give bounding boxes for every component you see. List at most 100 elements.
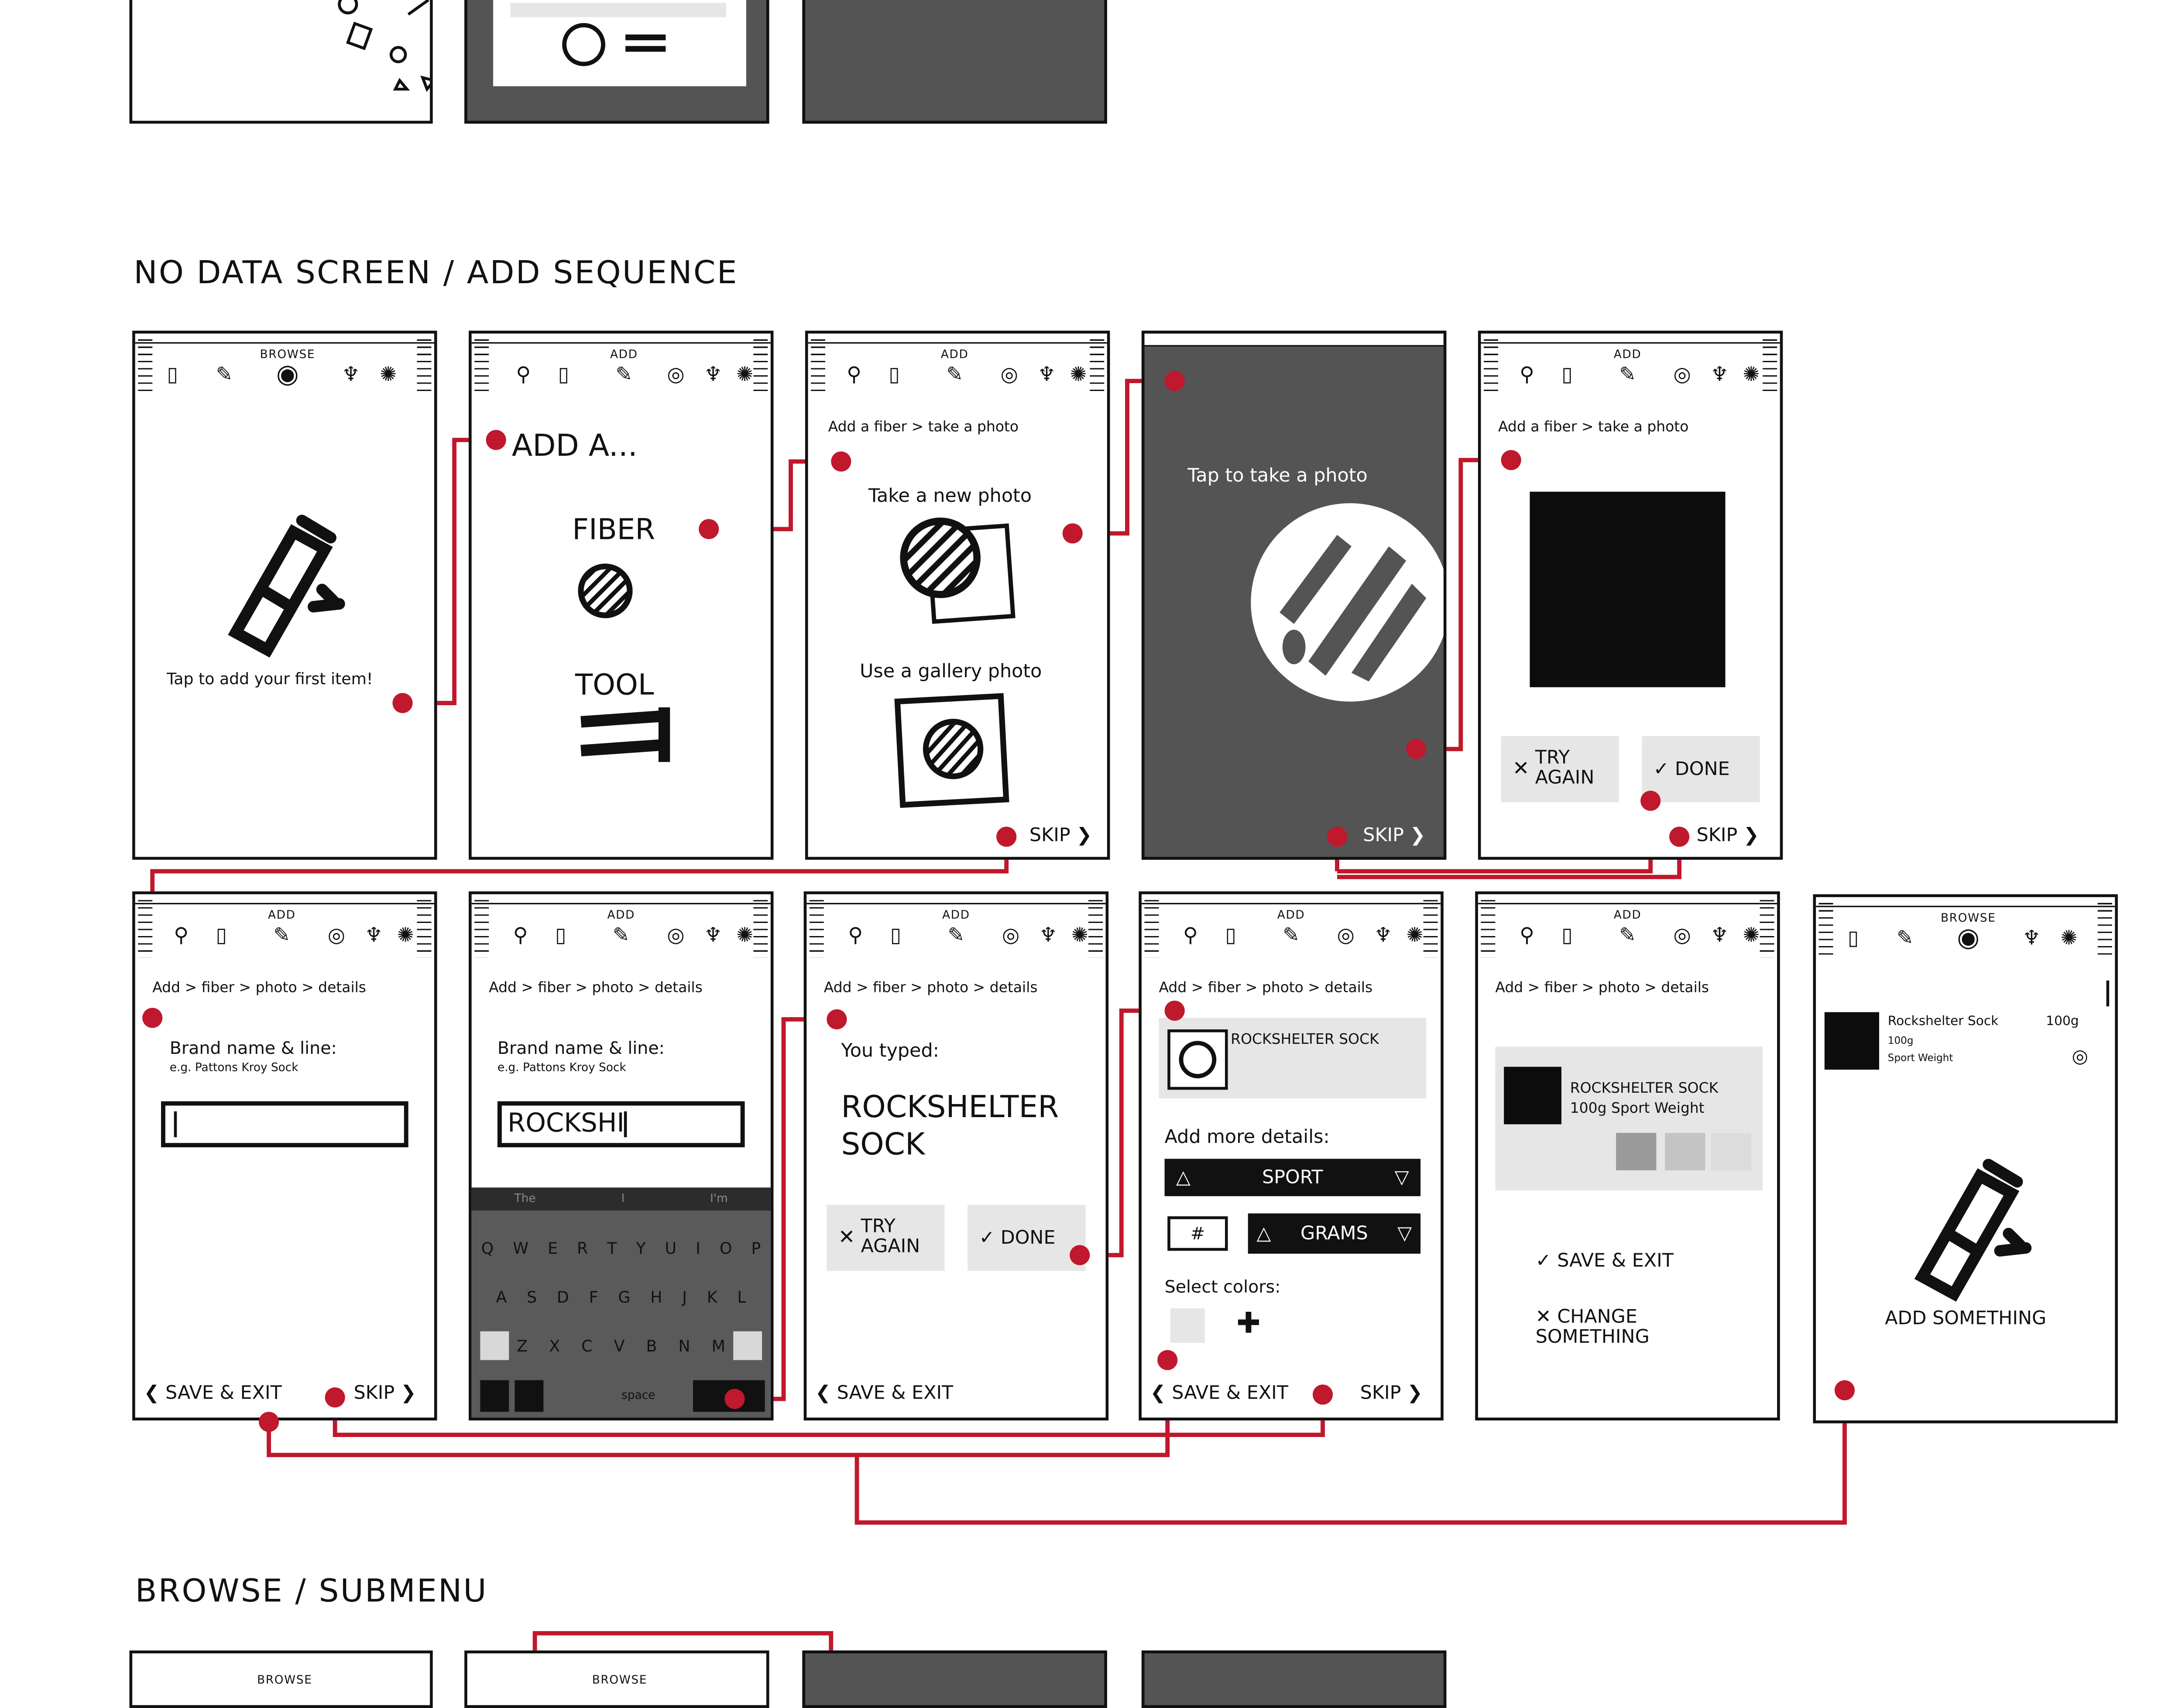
eye-icon[interactable]: ◎ — [1000, 364, 1018, 387]
done-button[interactable]: ✓ DONE — [1642, 736, 1760, 803]
new-photo-label[interactable]: Take a new photo — [868, 486, 1032, 508]
key[interactable]: S — [527, 1288, 537, 1307]
weight-select[interactable]: △ SPORT ▽ — [1164, 1159, 1421, 1197]
done-button[interactable]: ✓ DONE — [967, 1204, 1086, 1271]
search-icon[interactable]: ⚲ — [513, 924, 528, 948]
key[interactable]: E — [548, 1239, 558, 1258]
skip-button[interactable]: SKIP ❯ — [353, 1383, 416, 1405]
settings-icon[interactable]: ✺ — [1743, 924, 1760, 948]
pencil-add-icon[interactable] — [207, 503, 365, 661]
settings-icon[interactable]: ✺ — [1071, 924, 1088, 948]
color-swatch[interactable] — [1170, 1308, 1205, 1343]
try-again-button[interactable]: ✕ TRY AGAIN — [827, 1204, 945, 1271]
eye-icon[interactable]: ◎ — [1337, 924, 1355, 948]
eye-icon[interactable]: ◎ — [1002, 924, 1020, 948]
pencil-add-icon[interactable]: ✎ — [946, 364, 963, 387]
eye-icon[interactable]: ◉ — [276, 359, 299, 390]
search-icon[interactable]: ⚲ — [848, 924, 863, 948]
yarn-ball-icon[interactable] — [578, 563, 633, 618]
notebook-icon[interactable]: ▯ — [216, 924, 227, 948]
figure-icon[interactable]: ♆ — [1710, 924, 1729, 948]
settings-icon[interactable]: ✺ — [736, 924, 753, 948]
skip-button[interactable]: SKIP ❯ — [1029, 825, 1092, 847]
notebook-icon[interactable]: ▯ — [1848, 927, 1859, 950]
brand-input[interactable] — [161, 1101, 408, 1148]
settings-icon[interactable]: ✺ — [1406, 924, 1424, 948]
search-icon[interactable]: ⚲ — [1519, 364, 1534, 387]
quantity-input[interactable]: # — [1167, 1216, 1228, 1251]
key[interactable]: Q — [481, 1239, 494, 1258]
key[interactable]: U — [665, 1239, 677, 1258]
add-something-label[interactable]: ADD SOMETHING — [1885, 1308, 2047, 1330]
shift-key[interactable] — [480, 1331, 509, 1360]
numbers-key[interactable] — [480, 1380, 509, 1412]
eye-icon[interactable]: ◉ — [1957, 923, 1980, 953]
settings-icon[interactable]: ✺ — [1743, 364, 1760, 387]
settings-icon[interactable]: ✺ — [736, 364, 753, 387]
notebook-icon[interactable]: ▯ — [558, 364, 570, 387]
notebook-icon[interactable]: ▯ — [890, 924, 902, 948]
pencil-add-icon[interactable]: ✎ — [1283, 924, 1300, 948]
emoji-key[interactable] — [515, 1380, 544, 1412]
notebook-icon[interactable]: ▯ — [555, 924, 566, 948]
change-something-button[interactable]: ✕ CHANGE SOMETHING — [1535, 1307, 1650, 1349]
figure-icon[interactable]: ♆ — [2022, 927, 2041, 950]
fiber-label[interactable]: FIBER — [572, 511, 655, 546]
search-icon[interactable]: ⚲ — [847, 364, 861, 387]
pencil-add-icon[interactable]: ✎ — [216, 364, 233, 387]
pencil-add-icon[interactable]: ✎ — [273, 924, 291, 948]
pencil-add-icon[interactable]: ✎ — [947, 924, 965, 948]
key[interactable]: M — [711, 1337, 726, 1356]
key[interactable]: P — [751, 1239, 761, 1258]
pencil-add-icon[interactable]: ✎ — [612, 924, 630, 948]
save-exit-button[interactable]: ❮ SAVE & EXIT — [1150, 1383, 1289, 1405]
space-key[interactable]: space — [581, 1380, 696, 1412]
skip-button[interactable]: SKIP ❯ — [1360, 1383, 1423, 1405]
unit-select[interactable]: △ GRAMS ▽ — [1248, 1213, 1421, 1254]
key[interactable]: K — [707, 1288, 717, 1307]
eye-icon[interactable]: ◎ — [667, 364, 685, 387]
shutter-yarn-icon[interactable] — [1251, 503, 1444, 702]
try-again-button[interactable]: ✕ TRY AGAIN — [1501, 736, 1619, 803]
key[interactable]: X — [549, 1337, 560, 1356]
search-icon[interactable]: ⚲ — [1519, 924, 1534, 948]
save-exit-button[interactable]: ❮ SAVE & EXIT — [144, 1383, 282, 1405]
pencil-add-icon[interactable]: ✎ — [1619, 364, 1636, 387]
key[interactable]: D — [556, 1288, 569, 1307]
item-card[interactable]: ROCKSHELTER SOCK — [1159, 1018, 1427, 1099]
backspace-key[interactable] — [733, 1331, 762, 1360]
save-exit-button[interactable]: ✓ SAVE & EXIT — [1535, 1251, 1674, 1272]
key[interactable]: H — [650, 1288, 662, 1307]
gallery-photo-icon[interactable] — [894, 693, 1009, 808]
eye-icon[interactable]: ◎ — [1673, 364, 1691, 387]
pencil-add-icon[interactable] — [1894, 1147, 2052, 1305]
tap-first-label[interactable]: Tap to add your first item! — [167, 670, 373, 689]
key[interactable]: F — [589, 1288, 598, 1307]
notebook-icon[interactable]: ▯ — [1561, 364, 1573, 387]
gallery-label[interactable]: Use a gallery photo — [860, 661, 1042, 683]
brand-input[interactable]: ROCKSHI — [497, 1101, 745, 1148]
key[interactable]: I — [696, 1239, 700, 1258]
eye-icon[interactable]: ◎ — [2072, 1046, 2088, 1068]
figure-icon[interactable]: ♆ — [364, 924, 383, 948]
figure-icon[interactable]: ♆ — [1039, 924, 1057, 948]
key[interactable]: B — [646, 1337, 657, 1356]
key[interactable]: Z — [517, 1337, 528, 1356]
figure-icon[interactable]: ♆ — [1374, 924, 1393, 948]
key[interactable]: W — [513, 1239, 529, 1258]
figure-icon[interactable]: ♆ — [1710, 364, 1729, 387]
key[interactable]: R — [577, 1239, 588, 1258]
key[interactable]: T — [607, 1239, 617, 1258]
key[interactable]: G — [618, 1288, 631, 1307]
figure-icon[interactable]: ♆ — [342, 364, 360, 387]
add-color-icon[interactable]: ✚ — [1236, 1305, 1261, 1340]
pencil-add-icon[interactable]: ✎ — [1619, 924, 1636, 948]
notebook-icon[interactable]: ▯ — [167, 364, 178, 387]
tool-label[interactable]: TOOL — [575, 667, 654, 702]
eye-icon[interactable]: ◎ — [1673, 924, 1691, 948]
skip-button[interactable]: SKIP ❯ — [1363, 825, 1426, 847]
